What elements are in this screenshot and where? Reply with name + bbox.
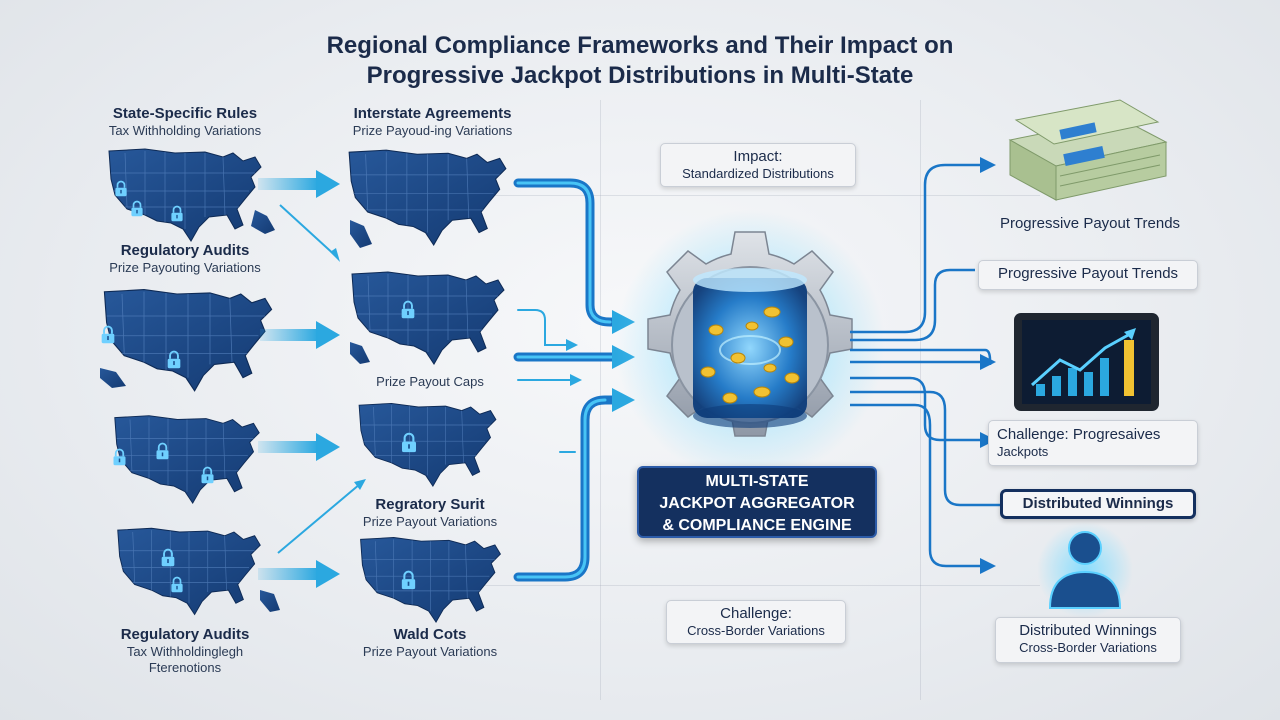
impact-box: Impact: Standardized Distributions: [660, 143, 856, 187]
middle-label-2-sub: Prize Payout Caps: [376, 374, 484, 389]
middle-map-4: [360, 537, 501, 623]
middle-label-4-sub: Prize Payout Variations: [362, 644, 498, 659]
left-label-2-sub: Prize Payouting Variations: [109, 260, 261, 275]
left-map-3: [112, 415, 260, 504]
left-label-3-heading: Regulatory Audits: [120, 626, 250, 643]
trend-box-text: Progressive Payout Trends: [997, 265, 1179, 282]
left-label-3-sub2: Fterenotions: [148, 660, 222, 675]
page-title: Regional Compliance Frameworks and Their…: [0, 31, 1280, 91]
left-label-3: Regulatory Audits Tax Withholdinglegh Ft…: [80, 626, 290, 676]
middle-label-3-heading: Regratory Surit: [375, 496, 485, 513]
middle-map-2: [350, 271, 505, 365]
money-label: Progressive Payout Trends: [970, 215, 1210, 233]
middle-label-3: Regratory Surit Prize Payout Variations: [330, 496, 530, 530]
challenge-jackpots-box: Challenge: Progresaives Jackpots: [988, 420, 1198, 466]
left-label-2: Regulatory Audits Prize Payouting Variat…: [80, 242, 290, 276]
left-label-1: State-Specific Rules Tax Withholding Var…: [80, 105, 290, 139]
engine-line-1: MULTI-STATE: [705, 473, 809, 490]
challenge-box: Challenge: Cross-Border Variations: [666, 600, 846, 644]
middle-label-1: Interstate Agreements Prize Payoud-ing V…: [320, 105, 545, 139]
grid-line: [480, 195, 1040, 196]
challenge-heading: Challenge:: [720, 605, 792, 622]
middle-label-3-sub: Prize Payout Variations: [362, 514, 498, 529]
left-label-1-sub: Tax Withholding Variations: [108, 123, 262, 138]
trend-box: Progressive Payout Trends: [978, 260, 1198, 290]
money-label-text: Progressive Payout Trends: [999, 215, 1181, 232]
middle-label-2: Prize Payout Caps: [340, 374, 520, 390]
distributed-winnings-pill: Distributed Winnings: [1000, 489, 1196, 519]
distributed-winnings-heading: Distributed Winnings: [1019, 622, 1157, 639]
left-label-3-sub: Tax Withholdinglegh: [126, 644, 244, 659]
impact-heading: Impact:: [733, 148, 783, 165]
impact-sub: Standardized Distributions: [682, 166, 834, 181]
middle-map-1: [348, 149, 507, 248]
user-icon: [1037, 522, 1133, 618]
grid-line: [920, 100, 921, 700]
challenge-sub: Cross-Border Variations: [687, 623, 825, 638]
title-line-2: Progressive Jackpot Distributions in Mul…: [366, 62, 914, 89]
middle-label-4-heading: Wald Cots: [393, 626, 467, 643]
coin-cylinder-icon: [693, 268, 807, 428]
middle-map-3: [358, 402, 497, 487]
challenge-jackpots-line-1: Challenge: Progresaives: [997, 426, 1161, 443]
money-stack-icon: [1008, 99, 1168, 201]
title-line-1: Regional Compliance Frameworks and Their…: [326, 32, 954, 59]
left-label-1-heading: State-Specific Rules: [112, 105, 258, 122]
challenge-jackpots-line-2: Jackpots: [997, 444, 1049, 459]
engine-line-2: JACKPOT AGGREGATOR: [659, 495, 855, 512]
tablet-chart-icon: [1014, 313, 1159, 411]
middle-label-4: Wald Cots Prize Payout Variations: [330, 626, 530, 660]
grid-line: [480, 585, 1040, 586]
left-label-2-heading: Regulatory Audits: [120, 242, 250, 259]
left-map-2: [100, 289, 273, 392]
left-map-4: [117, 527, 280, 615]
middle-label-1-sub: Prize Payoud-ing Variations: [352, 123, 513, 138]
engine-line-3: & COMPLIANCE ENGINE: [662, 517, 852, 534]
distributed-winnings-sub: Cross-Border Variations: [1019, 640, 1157, 655]
middle-label-1-heading: Interstate Agreements: [353, 105, 512, 122]
engine-label: MULTI-STATE JACKPOT AGGREGATOR & COMPLIA…: [637, 466, 877, 538]
arrow-left-to-middle: [258, 170, 366, 588]
distributed-winnings-box: Distributed Winnings Cross-Border Variat…: [995, 617, 1181, 663]
left-map-1: [108, 148, 275, 242]
arrow-middle-to-engine: [513, 178, 620, 582]
